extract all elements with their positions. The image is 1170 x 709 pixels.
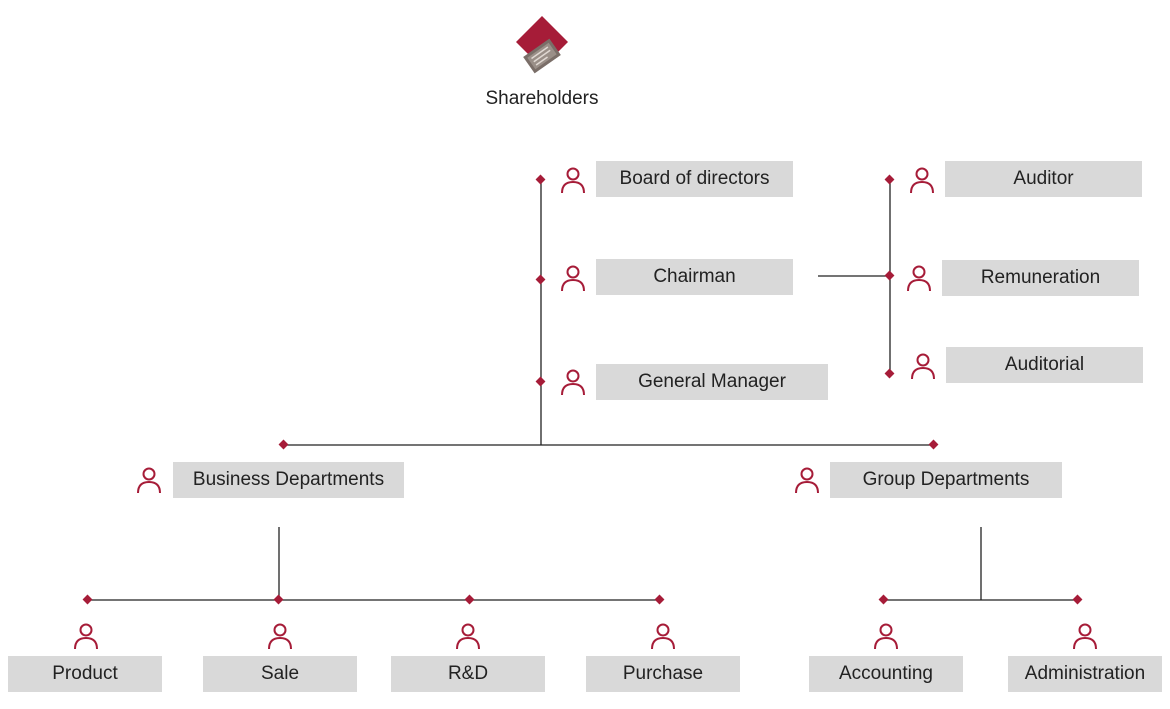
person-icon: [268, 623, 292, 650]
person-icon: [561, 167, 585, 194]
board-of-directors-box: Board of directors: [596, 161, 793, 197]
unit-administration-box: Administration: [1008, 656, 1162, 692]
unit-sale-box: Sale: [203, 656, 357, 692]
person-icon: [795, 467, 819, 494]
person-icon: [910, 167, 934, 194]
person-icon: [651, 623, 675, 650]
person-icon: [1073, 623, 1097, 650]
person-icon: [874, 623, 898, 650]
unit-accounting-box: Accounting: [809, 656, 963, 692]
chairman-box: Chairman: [596, 259, 793, 295]
person-icon: [456, 623, 480, 650]
auditorial-box: Auditorial: [946, 347, 1143, 383]
person-icon: [74, 623, 98, 650]
person-icon: [561, 369, 585, 396]
unit-rnd-box: R&D: [391, 656, 545, 692]
person-icon: [907, 265, 931, 292]
unit-product-box: Product: [8, 656, 162, 692]
person-icon: [561, 265, 585, 292]
person-icon: [137, 467, 161, 494]
general-manager-box: General Manager: [596, 364, 828, 400]
shareholders-logo-icon: [516, 16, 568, 74]
business-departments-box: Business Departments: [173, 462, 404, 498]
remuneration-box: Remuneration: [942, 260, 1139, 296]
person-icon: [911, 353, 935, 380]
group-departments-box: Group Departments: [830, 462, 1062, 498]
shareholders-label: Shareholders: [485, 88, 599, 109]
auditor-box: Auditor: [945, 161, 1142, 197]
unit-purchase-box: Purchase: [586, 656, 740, 692]
